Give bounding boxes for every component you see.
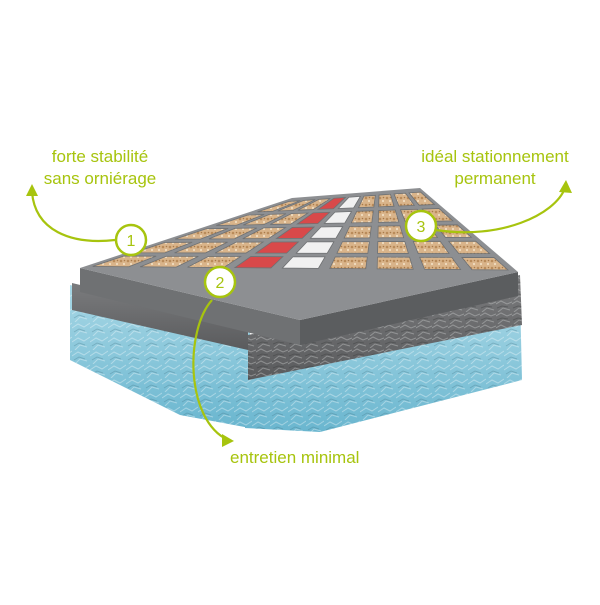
grid-cell [277, 199, 316, 212]
arrow-1-head [26, 184, 38, 196]
grid-cell [350, 210, 374, 224]
arrow-1 [30, 191, 116, 242]
grid-cell [174, 228, 229, 240]
badge-number-2: 2 [216, 275, 225, 292]
grid-cell [377, 225, 405, 239]
grid-cell [447, 240, 491, 255]
badge-number-3: 3 [417, 219, 426, 236]
grid-cell [357, 194, 376, 209]
grid-cell [297, 198, 331, 211]
arrow-2 [192, 299, 229, 441]
grid-cell [281, 256, 326, 269]
grid-cell [323, 211, 353, 224]
callout-label-3: idéal stationnement permanent [405, 146, 585, 190]
grid-cell [377, 241, 409, 254]
grid-cell [208, 227, 257, 240]
grid-cell [187, 255, 242, 268]
grid-cell [257, 200, 301, 213]
grid-cell [270, 212, 310, 225]
grid-cell [133, 241, 193, 254]
callout-badge-2: 2 [203, 265, 237, 299]
grid-cell [378, 193, 395, 208]
callout-label-1: forte stabilité sans orniérage [30, 146, 170, 190]
grid-slab-side-face [300, 272, 518, 345]
grid-cell [242, 227, 287, 240]
grid-cell [92, 255, 157, 268]
grid-cell [408, 191, 436, 206]
grid-cell [295, 241, 335, 254]
callout-badge-1: 1 [114, 223, 148, 257]
grid-cell [174, 241, 228, 254]
arrow-3 [435, 187, 567, 234]
arrow-3-head [559, 180, 572, 193]
grid-cell [377, 209, 400, 223]
grid-cell [343, 225, 372, 239]
grid-slab-front-face [80, 268, 300, 345]
callout-2-line-1: entretien minimal [230, 448, 360, 467]
grid-cell [336, 241, 370, 254]
callout-1-line-1: forte stabilité [51, 147, 149, 166]
arrow-2-head [222, 434, 234, 447]
grid-cell [316, 196, 347, 210]
grid-cell [233, 256, 284, 269]
grid-cell [214, 241, 265, 254]
grid-cell [461, 257, 510, 271]
grid-cell [243, 213, 287, 226]
grid-cell [275, 226, 316, 239]
callout-3-line-2: permanent [454, 169, 536, 188]
callout-3-line-1: idéal stationnement [421, 147, 569, 166]
grid-cell [393, 192, 416, 207]
callout-badge-3: 3 [404, 209, 438, 243]
callout-1-line-2: sans orniérage [43, 169, 157, 188]
grid-cells [92, 191, 510, 271]
grid-cell [295, 211, 331, 225]
grid-cell [139, 255, 199, 268]
callout-label-2: entretien minimal [230, 447, 400, 469]
grid-cell [329, 256, 368, 270]
grid-cell [337, 195, 362, 209]
grid-cell [419, 256, 462, 270]
grid-cell [412, 240, 450, 254]
grid-cell [376, 256, 414, 270]
grid-cell [216, 214, 265, 226]
badge-number-1: 1 [127, 233, 136, 250]
grid-cell [309, 226, 344, 239]
grid-cell [254, 241, 300, 254]
